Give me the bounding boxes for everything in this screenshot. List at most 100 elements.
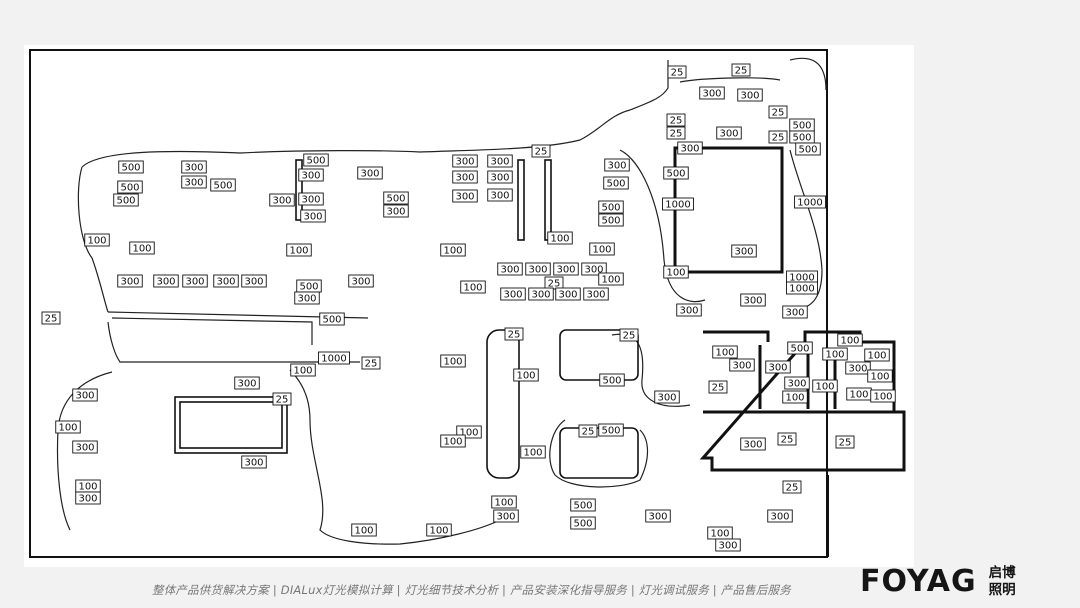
lux-label: 500 bbox=[663, 166, 689, 180]
lux-label-text: 25 bbox=[623, 331, 636, 342]
lux-label-box bbox=[72, 440, 98, 454]
lux-label-box bbox=[440, 243, 466, 257]
lux-label-box bbox=[603, 176, 629, 190]
lux-label: 300 bbox=[528, 287, 554, 301]
lux-label-text: 1000 bbox=[797, 198, 822, 209]
lux-label: 100 bbox=[440, 243, 466, 257]
lux-label: 100 bbox=[782, 390, 808, 404]
lux-label-text: 300 bbox=[301, 195, 320, 206]
lux-label: 300 bbox=[452, 170, 478, 184]
lux-label: 100 bbox=[663, 265, 689, 279]
lux-label-text: 25 bbox=[508, 330, 521, 341]
lux-label-box bbox=[181, 175, 207, 189]
lux-label-box bbox=[487, 154, 513, 168]
lux-label-text: 500 bbox=[790, 344, 809, 355]
lux-label: 300 bbox=[784, 376, 810, 390]
lux-label: 100 bbox=[513, 368, 539, 382]
lux-label-box bbox=[269, 193, 295, 207]
fixture-box-sw-inner bbox=[179, 401, 283, 449]
lux-label: 300 bbox=[553, 262, 579, 276]
lux-label: 100 bbox=[84, 233, 110, 247]
lux-label-box bbox=[452, 154, 478, 168]
lux-label-box bbox=[153, 274, 179, 288]
lux-label-box bbox=[181, 160, 207, 174]
lux-label-box bbox=[298, 168, 324, 182]
lux-label-text: 300 bbox=[351, 277, 370, 288]
lux-label-text: 300 bbox=[500, 265, 519, 276]
lux-label-box bbox=[531, 144, 551, 158]
isoline-south-centre bbox=[289, 369, 501, 545]
lux-label-box bbox=[666, 113, 686, 127]
lux-label: 500 bbox=[113, 193, 139, 207]
lux-label-box bbox=[589, 242, 615, 256]
isoline-ne bbox=[789, 57, 827, 91]
lux-label-box bbox=[768, 105, 788, 119]
lux-label: 300 bbox=[269, 193, 295, 207]
lux-label: 300 bbox=[294, 291, 320, 305]
lux-label-text: 300 bbox=[360, 169, 379, 180]
lux-label: 500 bbox=[599, 373, 625, 387]
lux-label: 100 bbox=[837, 333, 863, 347]
lux-label-text: 100 bbox=[289, 246, 308, 257]
lux-label-box bbox=[729, 358, 755, 372]
lux-label: 1000 bbox=[318, 351, 350, 365]
lux-label: 25 bbox=[544, 276, 564, 290]
lux-label-text: 100 bbox=[870, 372, 889, 383]
lux-label-text: 300 bbox=[503, 290, 522, 301]
lux-label: 500 bbox=[210, 178, 236, 192]
lux-label-box bbox=[598, 213, 624, 227]
isoline-north bbox=[81, 60, 669, 168]
lux-label-box bbox=[55, 420, 81, 434]
lux-label-text: 300 bbox=[770, 512, 789, 523]
lux-label-text: 300 bbox=[785, 308, 804, 319]
lux-label-box bbox=[361, 356, 381, 370]
lux-label: 500 bbox=[787, 341, 813, 355]
lux-label: 500 bbox=[570, 498, 596, 512]
lux-label-text: 500 bbox=[666, 169, 685, 180]
lux-label: 300 bbox=[452, 154, 478, 168]
lux-label-text: 300 bbox=[184, 178, 203, 189]
lux-label-box bbox=[113, 193, 139, 207]
lux-label-text: 25 bbox=[535, 147, 548, 158]
lux-label: 100 bbox=[812, 379, 838, 393]
lux-label-text: 100 bbox=[459, 428, 478, 439]
lux-label-box bbox=[210, 178, 236, 192]
lux-label: 300 bbox=[555, 287, 581, 301]
lux-label-box bbox=[712, 345, 738, 359]
lux-label-text: 300 bbox=[386, 207, 405, 218]
lux-label-text: 300 bbox=[156, 277, 175, 288]
lux-label: 300 bbox=[497, 262, 523, 276]
lux-label-text: 300 bbox=[496, 512, 515, 523]
lux-label: 25 bbox=[768, 105, 788, 119]
lux-label-box bbox=[294, 291, 320, 305]
lux-label-text: 500 bbox=[213, 181, 232, 192]
lux-label: 100 bbox=[286, 243, 312, 257]
isoline-southeast-loop bbox=[549, 419, 649, 488]
lux-label-box bbox=[578, 424, 598, 438]
lux-label-text: 25 bbox=[839, 438, 852, 449]
lux-label-text: 100 bbox=[429, 526, 448, 537]
lux-label: 100 bbox=[864, 348, 890, 362]
lux-label-text: 300 bbox=[75, 443, 94, 454]
lux-label-text: 300 bbox=[680, 144, 699, 155]
lux-label-box bbox=[493, 509, 519, 523]
lux-label: 500 bbox=[296, 279, 322, 293]
lux-label-text: 300 bbox=[303, 212, 322, 223]
lux-label-text: 1000 bbox=[665, 200, 690, 211]
lux-label-text: 25 bbox=[735, 66, 748, 77]
lux-label-text: 100 bbox=[825, 350, 844, 361]
lux-label-box bbox=[715, 538, 741, 552]
lux-label-text: 100 bbox=[494, 498, 513, 509]
lux-label: 300 bbox=[729, 358, 755, 372]
lux-label-text: 100 bbox=[78, 482, 97, 493]
lux-label: 300 bbox=[731, 244, 757, 258]
lux-label-text: 100 bbox=[815, 382, 834, 393]
lux-label-box bbox=[440, 434, 466, 448]
lux-label-box bbox=[555, 287, 581, 301]
lux-label-text: 100 bbox=[516, 371, 535, 382]
lux-label: 25 bbox=[272, 392, 292, 406]
lux-label: 1000 bbox=[786, 281, 818, 295]
lux-label-text: 500 bbox=[573, 501, 592, 512]
